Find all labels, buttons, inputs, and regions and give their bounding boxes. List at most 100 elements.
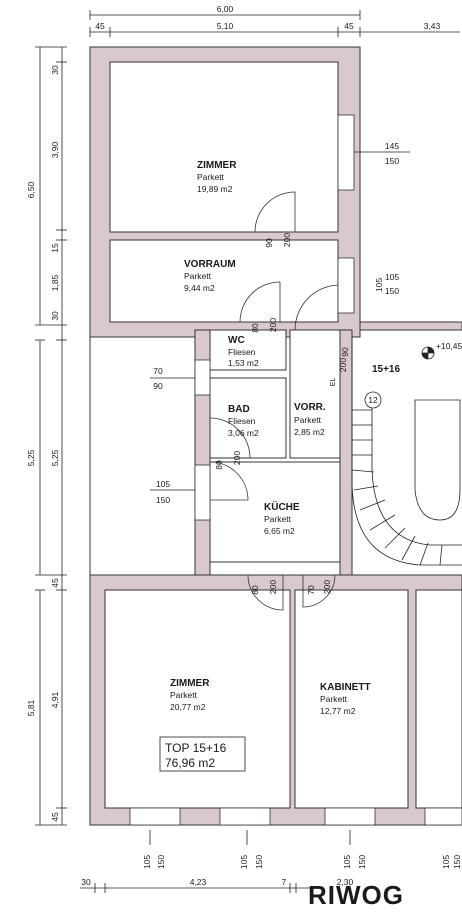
room4-floor: Fliesen — [228, 416, 256, 426]
room6-name: KÜCHE — [264, 500, 300, 513]
room7-area: 20,77 m2 — [170, 702, 206, 712]
bottom-dim-b: 4,23 — [190, 877, 207, 887]
dim-lower-total: 5,81 — [26, 699, 36, 716]
door6-width: 70 — [306, 585, 316, 595]
room8-name: KABINETT — [320, 682, 371, 693]
room3-name: WC — [228, 335, 245, 346]
doors: 90 200 80 200 90 200 80 200 80 200 70 20… — [209, 191, 350, 611]
window2-height: 150 — [385, 286, 399, 296]
window1-width: 145 — [385, 141, 399, 151]
room5-name: VORR. — [294, 402, 326, 413]
door2-height: 200 — [268, 318, 278, 332]
window4-width: 105 — [156, 479, 170, 489]
bottom-dim-d: 2,30 — [337, 877, 354, 887]
stair-marker: 12 — [368, 395, 378, 405]
room3-area: 1,53 m2 — [228, 358, 259, 368]
bw4-height: 150 — [452, 855, 462, 869]
room1-name: ZIMMER — [197, 160, 237, 171]
room-wc — [209, 329, 287, 371]
window-bottom-2 — [219, 807, 271, 826]
door2-width: 80 — [250, 323, 260, 333]
dim-upper-b: 3,90 — [50, 141, 60, 158]
room8-floor: Parkett — [320, 694, 348, 704]
dim-total-width: 6,00 — [217, 4, 234, 14]
dim-lower-b: 4,91 — [50, 691, 60, 708]
bottom-dim-a: 30 — [81, 877, 91, 887]
room-zimmer-upper — [109, 61, 339, 233]
room7-name: ZIMMER — [170, 678, 210, 689]
dim-upper-d: 1,85 — [50, 274, 60, 291]
door4-height: 200 — [232, 451, 242, 465]
dim-upper-c: 15 — [50, 243, 60, 253]
door1-height: 200 — [282, 233, 292, 247]
window-bottom-1 — [129, 807, 181, 826]
door3-height: 200 — [338, 358, 348, 372]
door-zimmer-upper — [254, 191, 296, 233]
window-zimmer-upper — [337, 114, 355, 191]
room4-name: BAD — [228, 404, 250, 415]
door-zimmer-lower — [247, 574, 284, 611]
bw4-width: 105 — [441, 855, 451, 869]
top-box-line2: 76,96 m2 — [165, 756, 215, 770]
elevation-value: +10,45 — [436, 341, 462, 351]
window3-height: 90 — [153, 381, 163, 391]
dim-stair-width: 3,43 — [424, 21, 441, 31]
dim-lower-c: 45 — [50, 812, 60, 822]
window2-width: 105 — [385, 272, 399, 282]
room8-area: 12,77 m2 — [320, 706, 356, 716]
room3-floor: Fliesen — [228, 347, 256, 357]
room-kabinett — [294, 589, 409, 809]
bw1-height: 150 — [156, 855, 166, 869]
door3-width: 90 — [340, 347, 350, 357]
door5-height: 200 — [268, 580, 278, 594]
room7-floor: Parkett — [170, 690, 198, 700]
room-vorraum — [109, 239, 339, 323]
room-labels: ZIMMER Parkett 19,89 m2 VORRAUM Parkett … — [170, 160, 371, 716]
room1-floor: Parkett — [197, 172, 225, 182]
riwog-logo: RIWOG — [308, 880, 404, 910]
left-dimensions: 6,50 30 3,90 15 1,85 30 5,25 5,25 45 5,8… — [26, 46, 67, 826]
staircase: 15+16 12 +10,45 EL — [330, 340, 462, 566]
door4-width: 80 — [214, 460, 224, 470]
room2-floor: Parkett — [184, 271, 212, 281]
window3-width: 70 — [153, 366, 163, 376]
window-vorraum — [337, 257, 355, 314]
window-bottom-4 — [424, 807, 462, 826]
door1-width: 90 — [264, 238, 274, 248]
window2-width-v: 105 — [374, 278, 384, 292]
room5-area: 2,85 m2 — [294, 427, 325, 437]
room-right-partial — [415, 589, 462, 809]
bw3-width: 105 — [342, 855, 352, 869]
stair-label: 15+16 — [372, 364, 401, 375]
stair-wall-top — [359, 321, 462, 331]
el-label: EL — [330, 378, 337, 387]
room-left-space — [89, 336, 196, 576]
bw2-width: 105 — [239, 855, 249, 869]
dim-upper-a: 30 — [50, 65, 60, 75]
window1-height: 150 — [385, 156, 399, 166]
bottom-window-dims: 105 150 105 150 105 150 105 150 — [142, 830, 462, 869]
door-entrance — [294, 284, 341, 331]
dim-upper-e: 30 — [50, 311, 60, 321]
dim-room-width: 5,10 — [217, 21, 234, 31]
window-bottom-3 — [324, 807, 376, 826]
stair-outline — [351, 340, 462, 566]
top-box-line1: TOP 15+16 — [165, 741, 227, 755]
bottom-dim-c: 7 — [282, 877, 287, 887]
room2-name: VORRAUM — [184, 259, 236, 270]
rooms — [89, 61, 462, 809]
door5-width: 80 — [250, 585, 260, 595]
dim-mid-total: 5,25 — [26, 449, 36, 466]
room5-floor: Parkett — [294, 415, 322, 425]
room1-area: 19,89 m2 — [197, 184, 233, 194]
windows: 145 150 105 150 105 70 90 105 150 — [129, 114, 462, 826]
stair-well — [414, 399, 461, 521]
bw2-height: 150 — [254, 855, 264, 869]
room-zimmer-lower — [104, 589, 291, 809]
logo-text: RIWOG — [308, 880, 404, 910]
door-kabinett — [302, 574, 336, 608]
room-vorr — [289, 329, 341, 459]
dim-upper-total: 6,50 — [26, 181, 36, 198]
stair-marker-circle — [364, 391, 382, 409]
